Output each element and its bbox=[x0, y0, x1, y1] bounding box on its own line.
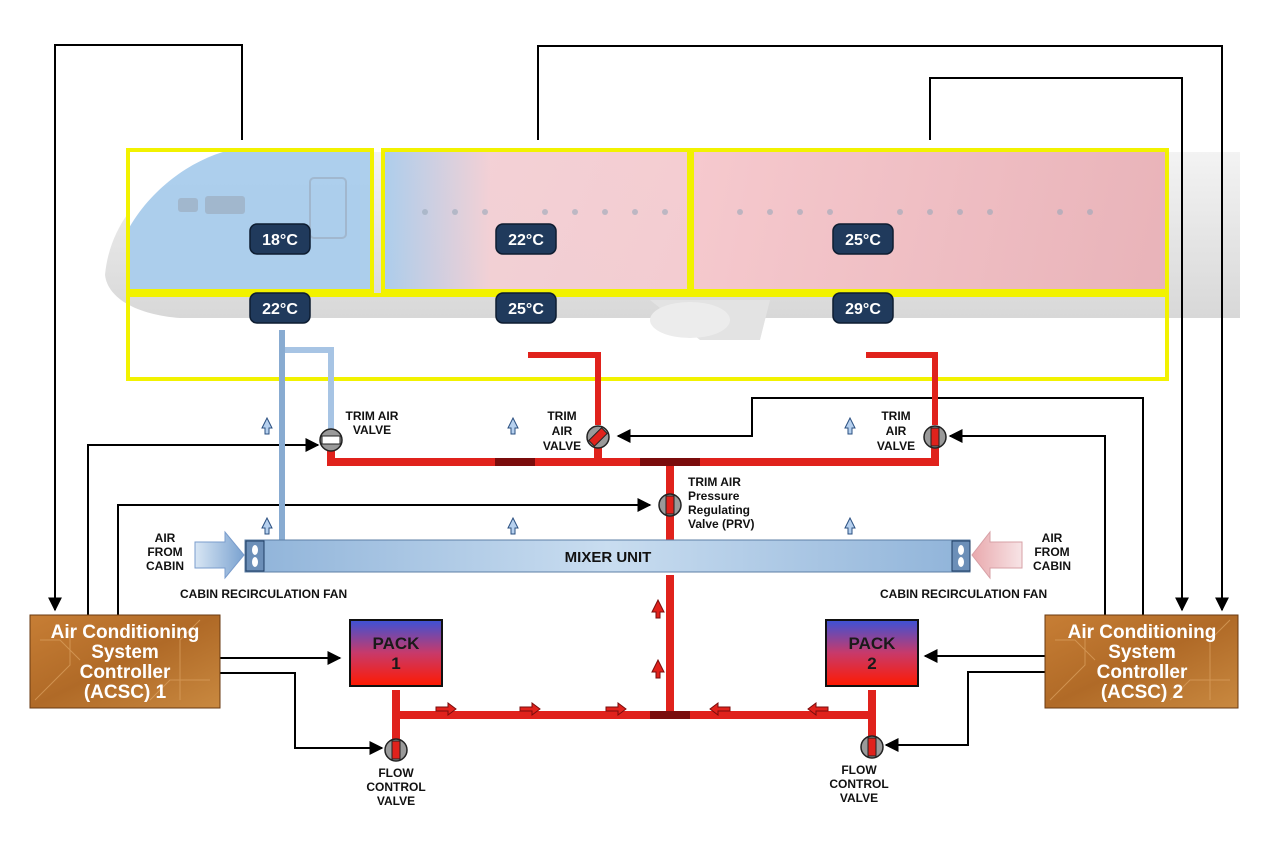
trim-air-valve-2-label-3: VALVE bbox=[543, 439, 581, 453]
prv-label-2: Pressure bbox=[688, 489, 740, 503]
acsc-2-line-1: Air Conditioning bbox=[1068, 622, 1217, 643]
acsc-2-line-2: System bbox=[1108, 642, 1176, 663]
pack-1-label: PACK bbox=[373, 634, 421, 653]
pack-2: PACK 2 bbox=[825, 619, 919, 687]
trim-air-valve-3-label-2: AIR bbox=[886, 424, 907, 438]
trim-air-valve-2 bbox=[586, 425, 610, 449]
acsc-1-line-3: Controller bbox=[80, 662, 171, 683]
flow-control-valve-2 bbox=[860, 735, 884, 759]
zone-2-forward-cabin bbox=[383, 150, 689, 291]
air-from-cabin-right-2: FROM bbox=[1034, 545, 1069, 559]
air-from-cabin-left-2: FROM bbox=[147, 545, 182, 559]
trim-air-valve-3-label-3: VALVE bbox=[877, 439, 915, 453]
flow-control-valve-2-label-3: VALVE bbox=[840, 791, 878, 805]
zone-3-duct-temp-badge: 29°C bbox=[832, 292, 894, 324]
acsc-1-controller: Air Conditioning System Controller (ACSC… bbox=[29, 614, 221, 709]
trim-air-valve-1-label-2: VALVE bbox=[353, 423, 391, 437]
air-from-cabin-arrows bbox=[194, 530, 1023, 580]
pack-1: PACK 1 bbox=[349, 619, 443, 687]
prv-label-1: TRIM AIR bbox=[688, 475, 741, 489]
hot-trim-air-ducts bbox=[327, 352, 939, 740]
zone-3-duct-temp: 29°C bbox=[845, 301, 881, 318]
air-from-cabin-left-1: AIR bbox=[155, 531, 176, 545]
air-from-cabin-right-1: AIR bbox=[1042, 531, 1063, 545]
air-from-cabin-right-3: CABIN bbox=[1033, 559, 1071, 573]
zone-1-cabin-temp: 18°C bbox=[262, 232, 298, 249]
flow-control-valve-2-label-1: FLOW bbox=[841, 763, 877, 777]
cabin-recirculation-fan-right: CABIN RECIRCULATION FAN bbox=[880, 587, 1047, 601]
flow-control-valve-2-label-2: CONTROL bbox=[829, 777, 888, 791]
acsc-2-line-3: Controller bbox=[1097, 662, 1188, 683]
trim-air-valve-3 bbox=[923, 425, 947, 449]
temperature-badges: 18°C 22°C 25°C 22°C 25°C 29°C bbox=[249, 223, 894, 324]
acsc-1-line-2: System bbox=[91, 642, 159, 663]
acsc-1-line-1: Air Conditioning bbox=[51, 622, 200, 643]
acsc-2-line-4: (ACSC) 2 bbox=[1101, 682, 1183, 703]
flow-control-valve-1-label-2: CONTROL bbox=[366, 780, 425, 794]
component-labels: TRIM AIR VALVE TRIM AIR VALVE TRIM AIR V… bbox=[146, 409, 1071, 808]
trim-air-valve-2-label-2: AIR bbox=[552, 424, 573, 438]
pack-2-number: 2 bbox=[867, 654, 876, 673]
pack-2-label: PACK bbox=[849, 634, 897, 653]
air-from-cabin-left-3: CABIN bbox=[146, 559, 184, 573]
zone-3-cabin-temp: 25°C bbox=[845, 232, 881, 249]
zone-1-cabin-temp-badge: 18°C bbox=[249, 223, 311, 255]
trim-air-valve-2-label-1: TRIM bbox=[547, 409, 576, 423]
acsc-2-controller: Air Conditioning System Controller (ACSC… bbox=[1044, 614, 1239, 709]
prv-label-3: Regulating bbox=[688, 503, 750, 517]
zone-1-duct-temp-badge: 22°C bbox=[249, 292, 311, 324]
zone-2-cabin-temp: 22°C bbox=[508, 232, 544, 249]
zone-2-duct-temp: 25°C bbox=[508, 301, 544, 318]
airflow-arrows-hot bbox=[435, 598, 829, 716]
pack-1-number: 1 bbox=[391, 654, 400, 673]
trim-air-valve-1-label-1: TRIM AIR bbox=[346, 409, 399, 423]
zone-3-aft-cabin bbox=[692, 150, 1167, 291]
flow-control-valve-1-label-3: VALVE bbox=[377, 794, 415, 808]
mixer-unit: MIXER UNIT bbox=[244, 539, 971, 573]
cold-air-risers bbox=[279, 330, 869, 540]
zone-2-cabin-temp-badge: 22°C bbox=[495, 223, 557, 255]
prv-valve bbox=[658, 493, 682, 517]
control-signal-lines bbox=[48, 44, 1229, 755]
trim-air-valve-3-label-1: TRIM bbox=[881, 409, 910, 423]
flow-control-valve-1-label-1: FLOW bbox=[378, 766, 414, 780]
trim-air-valve-1 bbox=[319, 428, 343, 452]
mixer-label: MIXER UNIT bbox=[565, 549, 652, 566]
flow-control-valve-1 bbox=[384, 738, 408, 762]
prv-label-4: Valve (PRV) bbox=[688, 517, 754, 531]
cabin-zones bbox=[126, 148, 1169, 381]
zone-3-cabin-temp-badge: 25°C bbox=[832, 223, 894, 255]
fan-icon bbox=[252, 545, 964, 567]
zone-1-duct-temp: 22°C bbox=[262, 301, 298, 318]
acsc-1-line-4: (ACSC) 1 bbox=[84, 682, 167, 703]
zone-2-duct-temp-badge: 25°C bbox=[495, 292, 557, 324]
cabin-recirculation-fan-left: CABIN RECIRCULATION FAN bbox=[180, 587, 347, 601]
airflow-arrows-cold bbox=[261, 416, 856, 535]
